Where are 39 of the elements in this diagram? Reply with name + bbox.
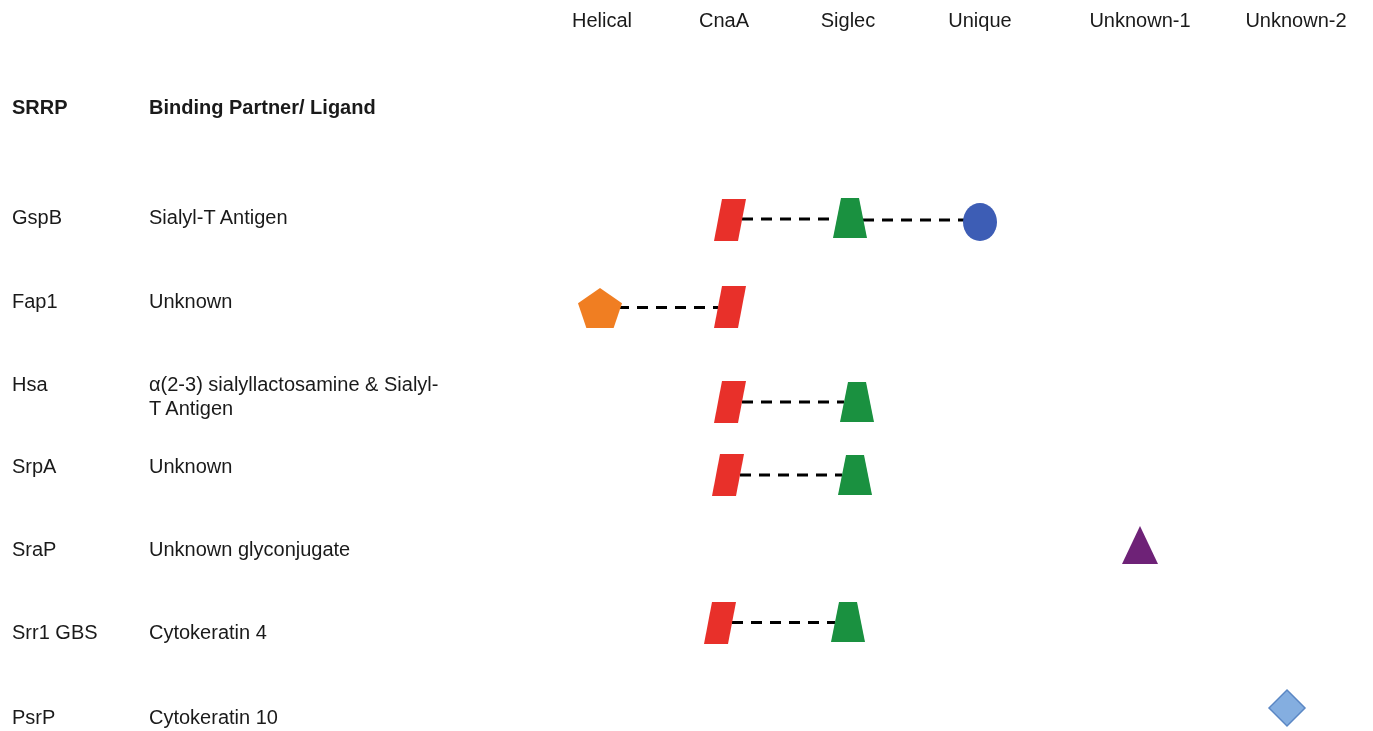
column-header: Unknown-2 [1244,8,1348,32]
column-header: Unknown-1 [1088,8,1192,32]
trapezoid-symbol [838,455,872,495]
protein-name: PsrP [12,705,56,729]
protein-name: GspB [12,205,63,229]
ligand-name: Unknown [149,289,233,313]
dashed-connector [742,400,844,404]
protein-name: Hsa [12,372,48,396]
column-header: SRRP [12,95,68,119]
ligand-name: Cytokeratin 10 [149,705,278,729]
column-header: Unique [947,8,1013,32]
trapezoid-symbol [831,602,865,642]
column-header: Binding Partner/ Ligand [149,95,376,119]
parallelogram-symbol [714,286,746,328]
parallelogram-symbol [704,602,736,644]
ligand-name: Cytokeratin 4 [149,620,267,644]
diamond-symbol [1269,690,1305,726]
circle-symbol [963,203,997,241]
ligand-name: α(2-3) sialyllactosamine & Sialyl-T Antigen [149,372,439,420]
protein-name: SraP [12,537,57,561]
ligand-name: Unknown [149,454,233,478]
dashed-connector [740,473,842,477]
trapezoid-symbol [833,198,867,238]
ligand-name: Sialyl-T Antigen [149,205,288,229]
protein-name: Fap1 [12,289,58,313]
parallelogram-symbol [712,454,744,496]
dashed-connector [732,621,835,624]
dashed-connector [618,306,718,309]
column-header: Helical [571,8,633,32]
parallelogram-symbol [714,381,746,423]
column-header: CnaA [698,8,750,32]
parallelogram-symbol [714,199,746,241]
trapezoid-symbol [840,382,874,422]
triangle-symbol [1122,526,1158,564]
pentagon-symbol [578,288,622,328]
protein-name: SrpA [12,454,57,478]
protein-name: Srr1 GBS [12,620,98,644]
column-header: Siglec [819,8,877,32]
ligand-name: Unknown glyconjugate [149,537,351,561]
